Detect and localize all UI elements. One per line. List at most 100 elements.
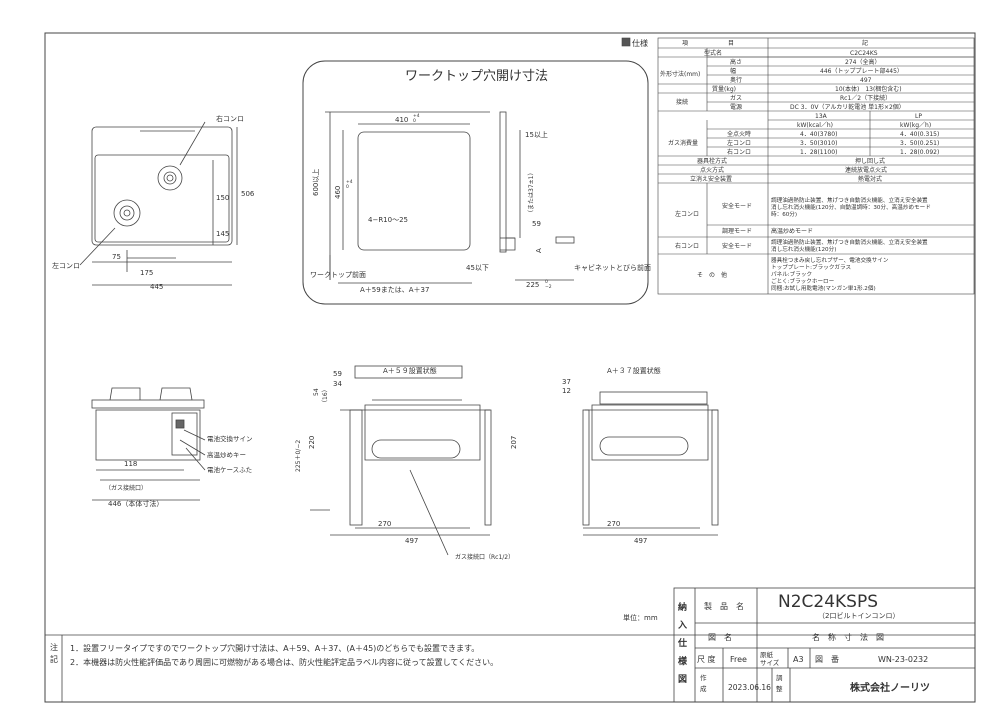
- scale-label: 尺 度: [697, 654, 716, 664]
- gas-row1-label: 全点火時: [727, 130, 751, 138]
- spec-flame: 熱電対式: [858, 175, 882, 183]
- gas-row1-13a: 4．40(3780): [800, 131, 837, 138]
- side37-dim-12: 12: [562, 387, 571, 395]
- dim-a: A: [535, 248, 543, 253]
- side59-dim-225: 225＋0/−2: [295, 440, 302, 472]
- side59-dim-59: 59: [333, 370, 342, 378]
- gas-row2-13a: 3．50(3010): [800, 140, 837, 147]
- dim-225-tolerance: 0−2: [545, 279, 552, 290]
- product-name-label: 製 品 名: [704, 601, 744, 611]
- spec-height-label: 高さ: [730, 58, 742, 66]
- spec-depth: 497: [860, 77, 872, 84]
- spec-width: 446（トッププレート部445）: [820, 67, 903, 75]
- spec-conn-label: 接続: [676, 98, 688, 106]
- checked-label: 調整: [776, 673, 783, 693]
- gas-row3-lp: 1．28(0.092): [900, 149, 939, 156]
- dim-15: 15以上: [525, 130, 548, 139]
- dim-75: 75: [112, 253, 121, 261]
- created-label: 作成: [700, 673, 707, 693]
- dim-corner: 4−R10〜25: [368, 216, 408, 224]
- side59-title: A＋５９設置状態: [383, 366, 437, 375]
- spec-height: 274（全高）: [845, 58, 880, 66]
- label-cabinet: キャビネットとびら前面: [574, 263, 651, 272]
- spec-flame-label: 立消え安全装置: [690, 175, 732, 183]
- spec-gas-consumption-label: ガス消費量: [668, 139, 698, 147]
- product-subtitle: （2口ビルトインコンロ）: [818, 611, 899, 620]
- spec-depth-label: 奥行: [730, 76, 742, 84]
- gas-row3-label: 右コンロ: [727, 148, 751, 156]
- note-1: 1．設置フリータイプですのでワークトップ穴開け寸法は、A＋59、A＋37、(A＋…: [70, 643, 479, 653]
- spec-right-label: 右コンロ: [675, 242, 699, 250]
- side-char-4: 様: [678, 655, 688, 667]
- paper-size: A3: [793, 655, 804, 664]
- title-block-lines: [45, 587, 976, 703]
- dim-460: 460: [334, 186, 342, 199]
- dim-150: 150: [216, 194, 229, 202]
- side59-dim-16: （16）: [322, 386, 329, 406]
- dim-506: 506: [241, 190, 255, 198]
- spec-left-cook: 高温炒めモード: [771, 227, 813, 235]
- spec-mark: 仕様: [632, 38, 648, 48]
- dim-145: 145: [216, 230, 229, 238]
- side59-dim-54: 54: [313, 388, 320, 396]
- scale-value: Free: [730, 655, 747, 664]
- dim-a59-a37: A＋59または、A＋37: [360, 286, 429, 294]
- unit-label: 単位：mm: [623, 613, 658, 622]
- note-2: 2．本機器は防火性能評価品であり周囲に可燃物がある場合は、防火性能評定品ラベル内…: [70, 657, 498, 667]
- spec-header-1: 項: [682, 40, 688, 47]
- side59-dim-270: 270: [378, 520, 391, 528]
- spec-dims-label: 外形寸法(mm): [660, 70, 700, 78]
- label-right-burner: 右コンロ: [216, 114, 244, 123]
- label-left-burner: 左コンロ: [52, 261, 80, 270]
- gas-head-lp: LP: [915, 113, 922, 120]
- side-char-2: 入: [677, 620, 687, 631]
- product-model: N2C24KSPS: [778, 592, 878, 612]
- side59-gas-port: ガス接続口（Rc1/2）: [455, 553, 514, 561]
- spec-gas: Rc1／2（下接続）: [840, 94, 891, 102]
- gas-row2-label: 左コンロ: [727, 139, 751, 147]
- spec-header-2: 目: [728, 40, 734, 47]
- spec-valve-label: 器具栓方式: [697, 157, 727, 165]
- top-view: [79, 121, 238, 286]
- worktop-title: ワークトップ穴開け寸法: [405, 69, 548, 84]
- dim-600: 600以上: [311, 169, 320, 196]
- dim-410: 410: [395, 116, 408, 124]
- dim-175: 175: [140, 269, 153, 277]
- side37-dim-270: 270: [607, 520, 620, 528]
- spec-mass-label: 質量(kg): [712, 85, 736, 93]
- drawing-name: 名 称 寸 法 図: [812, 632, 884, 642]
- gas-head-13a: 13A: [815, 113, 828, 120]
- spec-mass: 10(本体) 13(梱包含む): [835, 85, 902, 93]
- drawing-number: WN-23-0232: [878, 655, 928, 664]
- side-char-3: 仕: [677, 637, 687, 649]
- spec-gas-label: ガス: [730, 94, 742, 102]
- label-battery-sign: 電池交換サイン: [207, 434, 253, 443]
- side37-title: A＋３７設置状態: [607, 366, 661, 375]
- notes-label: 注記: [50, 642, 58, 664]
- dim-225: 225: [526, 281, 539, 289]
- dim-59-note: （または37±1）: [528, 170, 535, 216]
- spec-model: C2C24KS: [850, 50, 878, 57]
- label-worktop-front: ワークトップ前面: [310, 270, 366, 279]
- gas-row1-lp: 4．40(0.315): [900, 131, 939, 138]
- side59-dim-207: 207: [510, 436, 518, 449]
- spec-other: 器具栓つまみ戻し忘れブザー、電池交換サイントッププレート:ブラックガラスパネル:…: [771, 256, 889, 292]
- gas-unit-13a: kW(kcal／h): [797, 122, 833, 129]
- spec-right-safety: 調理油過熱防止装置、焦げつき自動消火機能、立消え安全装置消し忘れ消火機能(120…: [771, 238, 928, 253]
- spec-left-safety: 調理油過熱防止装置、焦げつき自動消火機能、立消え安全装置消し忘れ消火機能(120…: [771, 196, 931, 218]
- side-char-1: 納: [678, 601, 687, 613]
- gas-row3-13a: 1．28(1100): [800, 149, 837, 156]
- side-view-37: [582, 391, 719, 536]
- spec-width-label: 幅: [730, 67, 736, 75]
- paper-size-label: 原紙サイズ: [760, 650, 780, 667]
- spec-right-safety-mode: 安全モード: [722, 242, 752, 250]
- label-fast-key: 高温炒めキー: [207, 450, 246, 459]
- dim-445: 445: [150, 283, 163, 291]
- spec-header-3: 記: [862, 39, 868, 47]
- side59-dim-497: 497: [405, 537, 418, 545]
- worktop-cutout: [325, 111, 575, 284]
- company-logo: 株式会社ノーリツ: [850, 681, 930, 694]
- dim-45: 45以下: [466, 264, 489, 272]
